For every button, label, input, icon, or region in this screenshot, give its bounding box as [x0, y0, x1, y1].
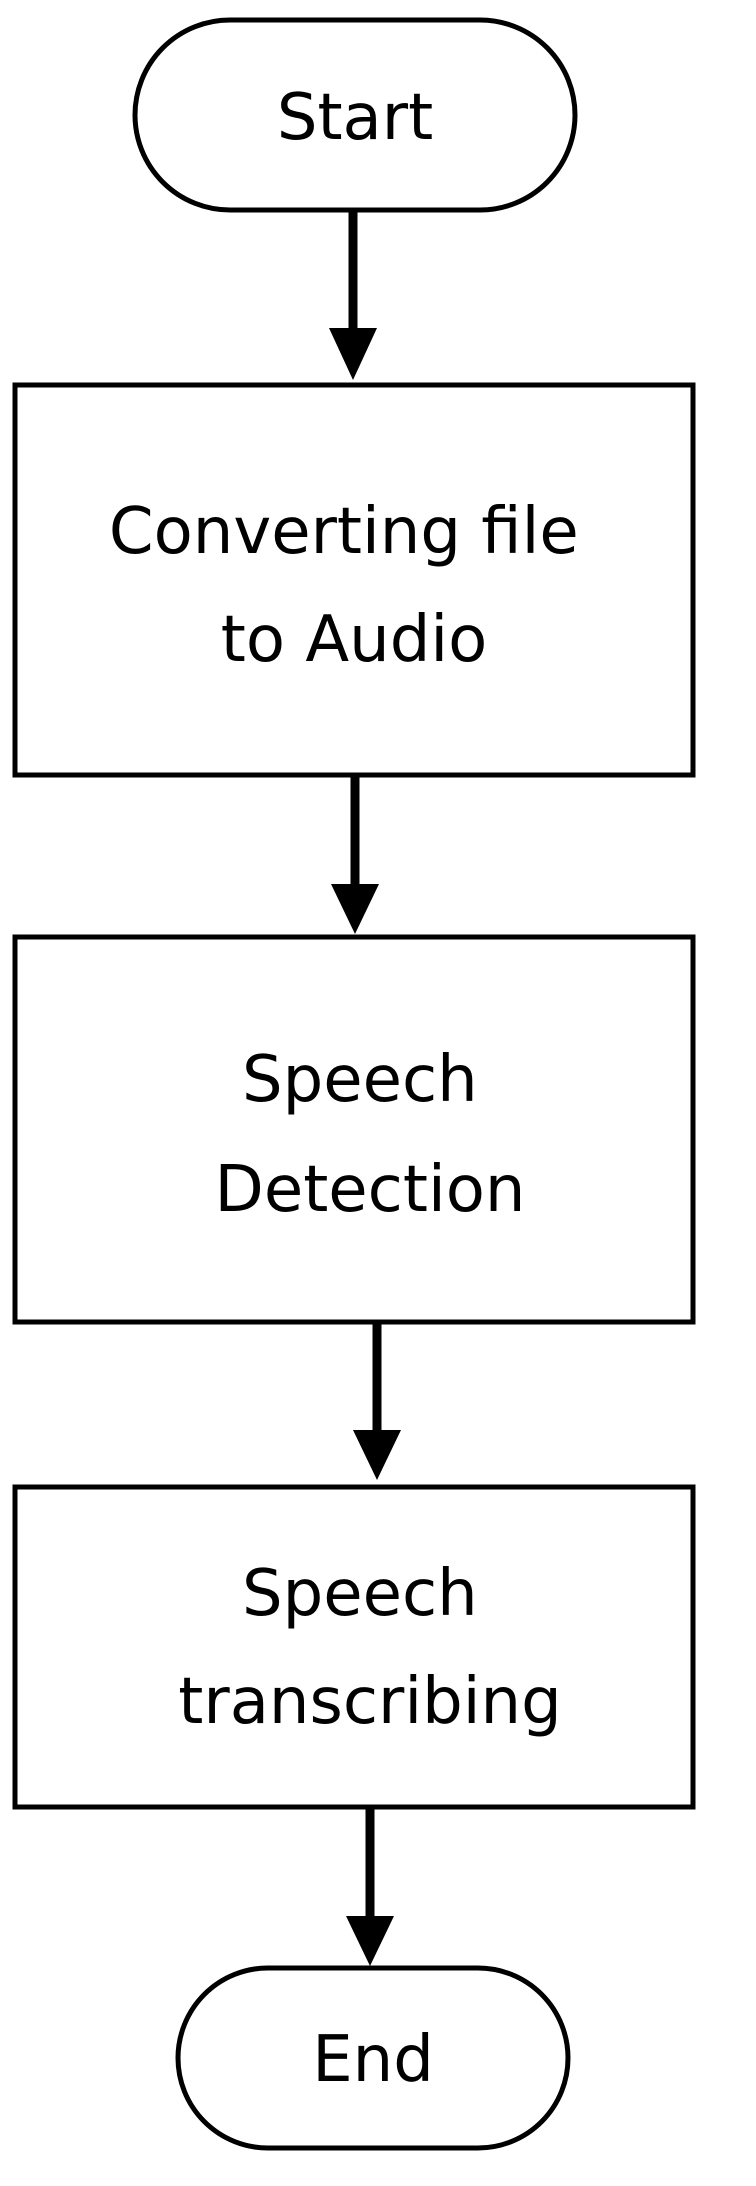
transcribe-node-label: Speech transcribing	[178, 1557, 561, 1739]
transcribe-node-label-line2: transcribing	[178, 1665, 561, 1739]
convert-node: Converting file to Audio	[12, 382, 696, 778]
convert-node-label-line1: Converting file	[109, 495, 579, 569]
convert-node-label: Converting file to Audio	[109, 495, 599, 677]
transcribe-node-label-line1: Speech	[242, 1557, 478, 1631]
convert-node-shape	[12, 382, 696, 778]
detect-node-label: Speech Detection	[215, 1043, 526, 1227]
transcribe-node: Speech transcribing	[12, 1484, 696, 1810]
arrow-transcribe-to-end-head	[346, 1916, 394, 1966]
detect-node-label-line1: Speech	[242, 1043, 478, 1117]
detect-node-label-line2: Detection	[215, 1153, 526, 1227]
arrow-transcribe-to-end	[346, 1809, 394, 1966]
start-node-shape	[132, 17, 578, 213]
end-node: End	[175, 1965, 571, 2151]
arrow-convert-to-detect	[331, 777, 379, 934]
start-node: Start	[132, 17, 578, 213]
arrow-start-to-convert-head	[329, 328, 377, 380]
arrow-convert-to-detect-head	[331, 884, 379, 934]
transcribe-node-shape	[12, 1484, 696, 1810]
arrow-detect-to-transcribe	[353, 1324, 401, 1480]
start-node-label: Start	[277, 81, 433, 155]
convert-node-label-line2: to Audio	[221, 603, 488, 677]
end-node-shape	[175, 1965, 571, 2151]
detect-node-shape	[12, 934, 696, 1325]
arrow-detect-to-transcribe-head	[353, 1430, 401, 1480]
end-node-label: End	[312, 2023, 434, 2097]
arrow-start-to-convert	[329, 212, 377, 380]
detect-node: Speech Detection	[12, 934, 696, 1325]
